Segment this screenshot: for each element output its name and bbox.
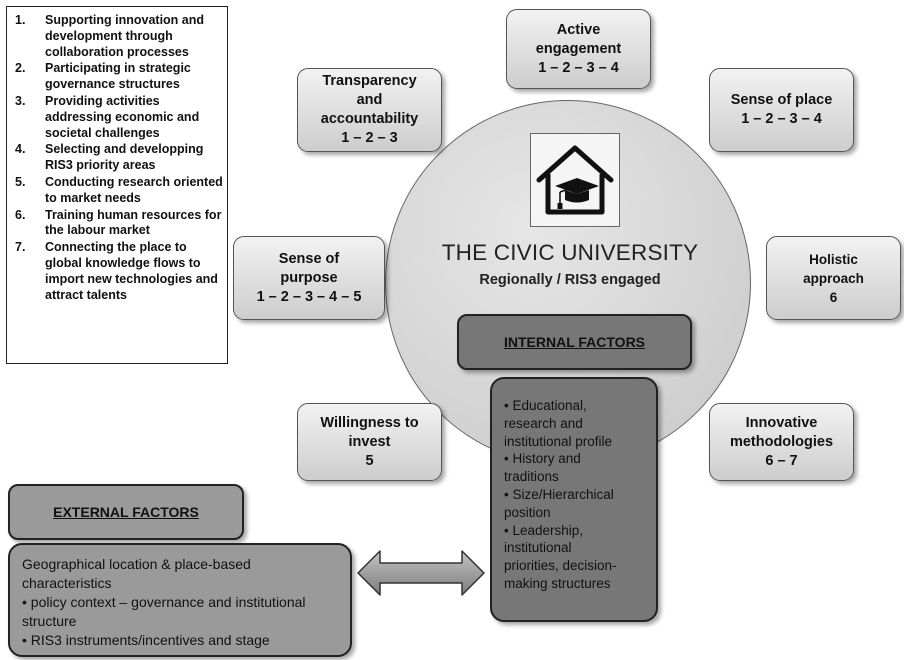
role-text: Participating in strategic governance st…: [45, 61, 191, 92]
external-factors-header: EXTERNAL FACTORS: [8, 484, 244, 540]
role-number: 7.: [15, 240, 26, 255]
dimension-label: methodologies: [729, 433, 834, 450]
dimension-roles: 1 – 2 – 3 – 4 – 5: [256, 288, 362, 305]
external-factor-line: Geographical location & place-based: [22, 556, 251, 572]
external-factor-line: • policy context – governance and instit…: [22, 594, 306, 610]
internal-factor-line: • Leadership,: [504, 522, 584, 538]
dimension-label: Sense of place: [730, 92, 833, 108]
dimension-roles: 6 – 7: [765, 452, 798, 469]
dimension-label: Willingness to: [320, 414, 419, 431]
dimension-roles: 1 – 2 – 3: [341, 130, 398, 146]
role-text: Providing activities addressing economic…: [45, 93, 200, 140]
role-item: 5. Conducting research oriented to market…: [13, 175, 223, 207]
dimension-holistic-approach: Holistic approach 6: [766, 236, 901, 320]
dimension-label: and: [356, 92, 383, 108]
role-text: Supporting innovation and development th…: [45, 13, 205, 59]
internal-factor-line: priorities, decision-: [504, 558, 617, 574]
dimension-active-engagement: Active engagement 1 – 2 – 3 – 4: [506, 9, 651, 89]
internal-factor-line: research and: [504, 415, 583, 431]
external-factors-title: EXTERNAL FACTORS: [53, 504, 199, 520]
dimension-roles: 1 – 2 – 3 – 4: [741, 111, 822, 127]
internal-factor-line: traditions: [504, 469, 559, 485]
double-arrow-icon: [356, 548, 486, 598]
external-factors-box: Geographical location & place-based chara…: [8, 543, 352, 657]
role-text: Selecting and developping RIS3 priority …: [45, 142, 204, 173]
internal-factors-header: INTERNAL FACTORS: [457, 314, 692, 370]
internal-factor-line: • History and: [504, 451, 581, 467]
dimension-label: Sense of: [278, 250, 340, 267]
dimension-sense-of-purpose: Sense of purpose 1 – 2 – 3 – 4 – 5: [233, 236, 385, 320]
roles-list-box: 1. Supporting innovation and development …: [6, 6, 228, 364]
dimension-willingness-to-invest: Willingness to invest 5: [297, 403, 442, 481]
role-number: 2.: [15, 61, 26, 76]
external-factor-line: structure: [22, 613, 77, 629]
role-item: 6. Training human resources for the labou…: [13, 208, 223, 240]
role-number: 4.: [15, 142, 26, 157]
internal-factor-line: institutional: [504, 540, 572, 556]
dimension-label: Innovative: [745, 414, 818, 431]
dimension-transparency-accountability: Transparency and accountability 1 – 2 – …: [297, 68, 442, 152]
roles-list: 1. Supporting innovation and development …: [13, 13, 223, 303]
dimension-label: purpose: [280, 269, 338, 286]
external-factor-line: • RIS3 instruments/incentives and stage: [22, 632, 270, 648]
internal-factor-line: position: [504, 504, 551, 520]
role-item: 3. Providing activities addressing econom…: [13, 94, 223, 141]
dimension-label: invest: [348, 433, 391, 450]
internal-factors-title: INTERNAL FACTORS: [503, 334, 646, 350]
civic-university-subtitle: Regionally / RIS3 engaged: [479, 272, 661, 288]
role-item: 1. Supporting innovation and development …: [13, 13, 223, 60]
dimension-sense-of-place: Sense of place 1 – 2 – 3 – 4: [709, 68, 854, 152]
dimension-roles: 5: [365, 452, 374, 469]
dimension-label: Holistic: [809, 251, 858, 267]
civic-university-title: THE CIVIC UNIVERSITY: [441, 240, 699, 265]
role-text: Training human resources for the labour …: [45, 207, 222, 238]
role-text: Conducting research oriented to market n…: [45, 174, 223, 205]
dimension-roles: 1 – 2 – 3 – 4: [538, 59, 619, 76]
role-item: 7. Connecting the place to global knowled…: [13, 240, 223, 303]
role-text: Connecting the place to global knowledge…: [45, 240, 218, 302]
internal-factor-line: • Educational,: [504, 398, 587, 413]
role-number: 5.: [15, 174, 26, 189]
role-item: 4. Selecting and developping RIS3 priorit…: [13, 142, 223, 174]
role-number: 6.: [15, 207, 26, 222]
dimension-innovative-methodologies: Innovative methodologies 6 – 7: [709, 403, 854, 481]
external-factor-line: characteristics: [22, 575, 112, 591]
dimension-label: Active: [556, 21, 601, 38]
role-number: 1.: [15, 13, 26, 27]
university-house-icon: [530, 133, 620, 227]
role-number: 3.: [15, 93, 26, 108]
dimension-label: engagement: [535, 40, 622, 57]
internal-factor-line: institutional profile: [504, 433, 613, 449]
dimension-label: approach: [803, 270, 864, 286]
dimension-label: accountability: [320, 111, 419, 127]
dimension-roles: 6: [829, 289, 838, 305]
dimension-label: Transparency: [322, 73, 417, 89]
internal-factor-line: making structures: [504, 575, 611, 591]
internal-factors-box: • Educational, research and institutional …: [490, 377, 658, 622]
internal-factor-line: • Size/Hierarchical: [504, 486, 614, 502]
role-item: 2. Participating in strategic governance …: [13, 61, 223, 93]
